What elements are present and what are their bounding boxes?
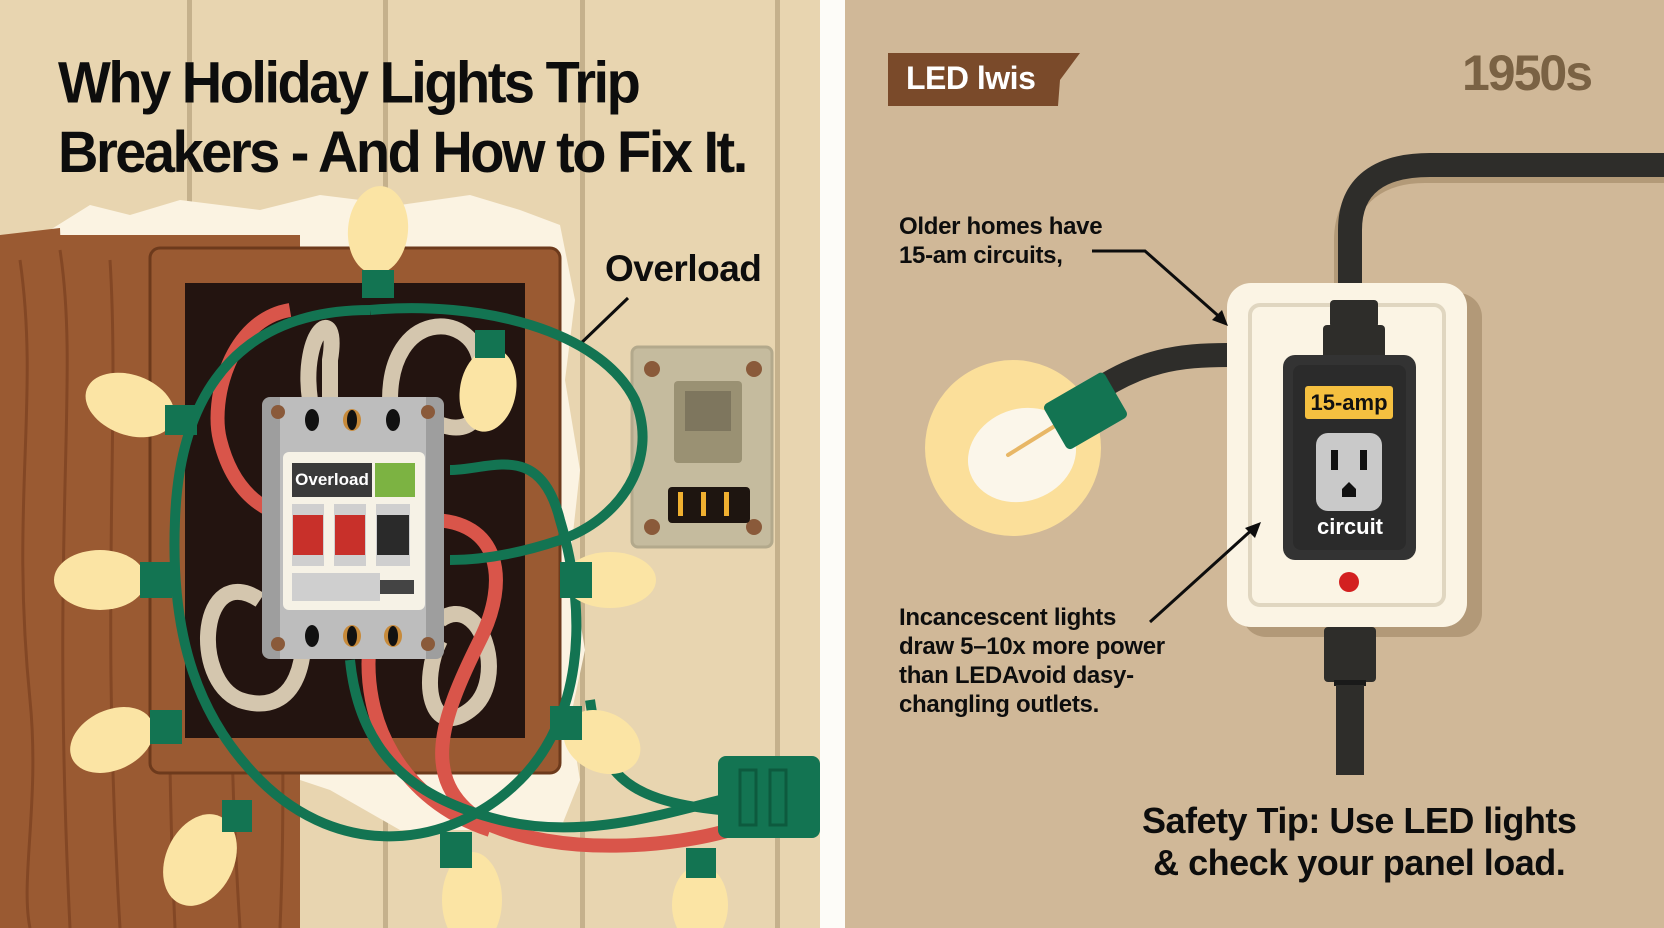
light-bulb-icon [672,848,728,928]
led-tag-label: LED lwis [906,60,1036,96]
light-bulb-icon [70,707,182,773]
light-bulb-icon [459,330,517,432]
note-line: changling outlets. [899,691,1099,718]
overload-callout: Overload [605,248,762,289]
page-title: Why Holiday Lights Trip Breakers - And H… [58,48,818,187]
right-illustration-panel [845,0,1664,928]
note-line: Incancescent lights [899,604,1117,631]
safety-tip: Safety Tip: Use LED lights & check your … [1142,800,1577,884]
older-homes-note: Older homes have 15-am circuits, [899,212,1103,270]
breaker-panel-illustration [0,186,820,928]
light-bulb-icon [560,552,656,608]
breaker-switch-on [377,515,409,555]
note-line: 15-am circuits, [899,242,1063,269]
panel-divider [820,0,845,928]
light-bulb-icon [85,372,197,438]
light-bulb-icon [347,186,409,298]
wall-plank-line [775,0,780,928]
status-indicator-icon [375,463,415,497]
breaker-switch-tripped [335,515,365,555]
light-bulb-icon [440,832,502,928]
note-line: Older homes have [899,213,1103,240]
light-bulb-icon [54,550,172,610]
breaker-overload-label: Overload [292,463,372,497]
light-bulb-icon [550,706,641,775]
outlet-circuit-label: circuit [1316,514,1384,539]
note-line: than LEDAvoid dasy- [899,662,1134,689]
outlet-rating-label: 15-amp [1305,386,1393,419]
title-line-1: Why Holiday Lights Trip [58,49,641,116]
safety-tip-line: Safety Tip: Use LED lights [1142,800,1577,841]
title-line-2: Breakers - And How to Fix It. [58,118,748,185]
breaker-switch-tripped [293,515,323,555]
note-line: draw 5–10x more power [899,633,1165,660]
light-bulb-icon [163,800,252,906]
wall-plank-line [580,0,585,928]
era-label: 1950s [1462,45,1593,101]
led-tag: LED lwis [888,53,1083,106]
safety-tip-line: & check your panel load. [1153,842,1566,883]
left-illustration-panel: Overload Why Holiday Lights Trip Breaker… [0,0,820,928]
incandescent-note: Incancescent lights draw 5–10x more powe… [899,603,1165,719]
